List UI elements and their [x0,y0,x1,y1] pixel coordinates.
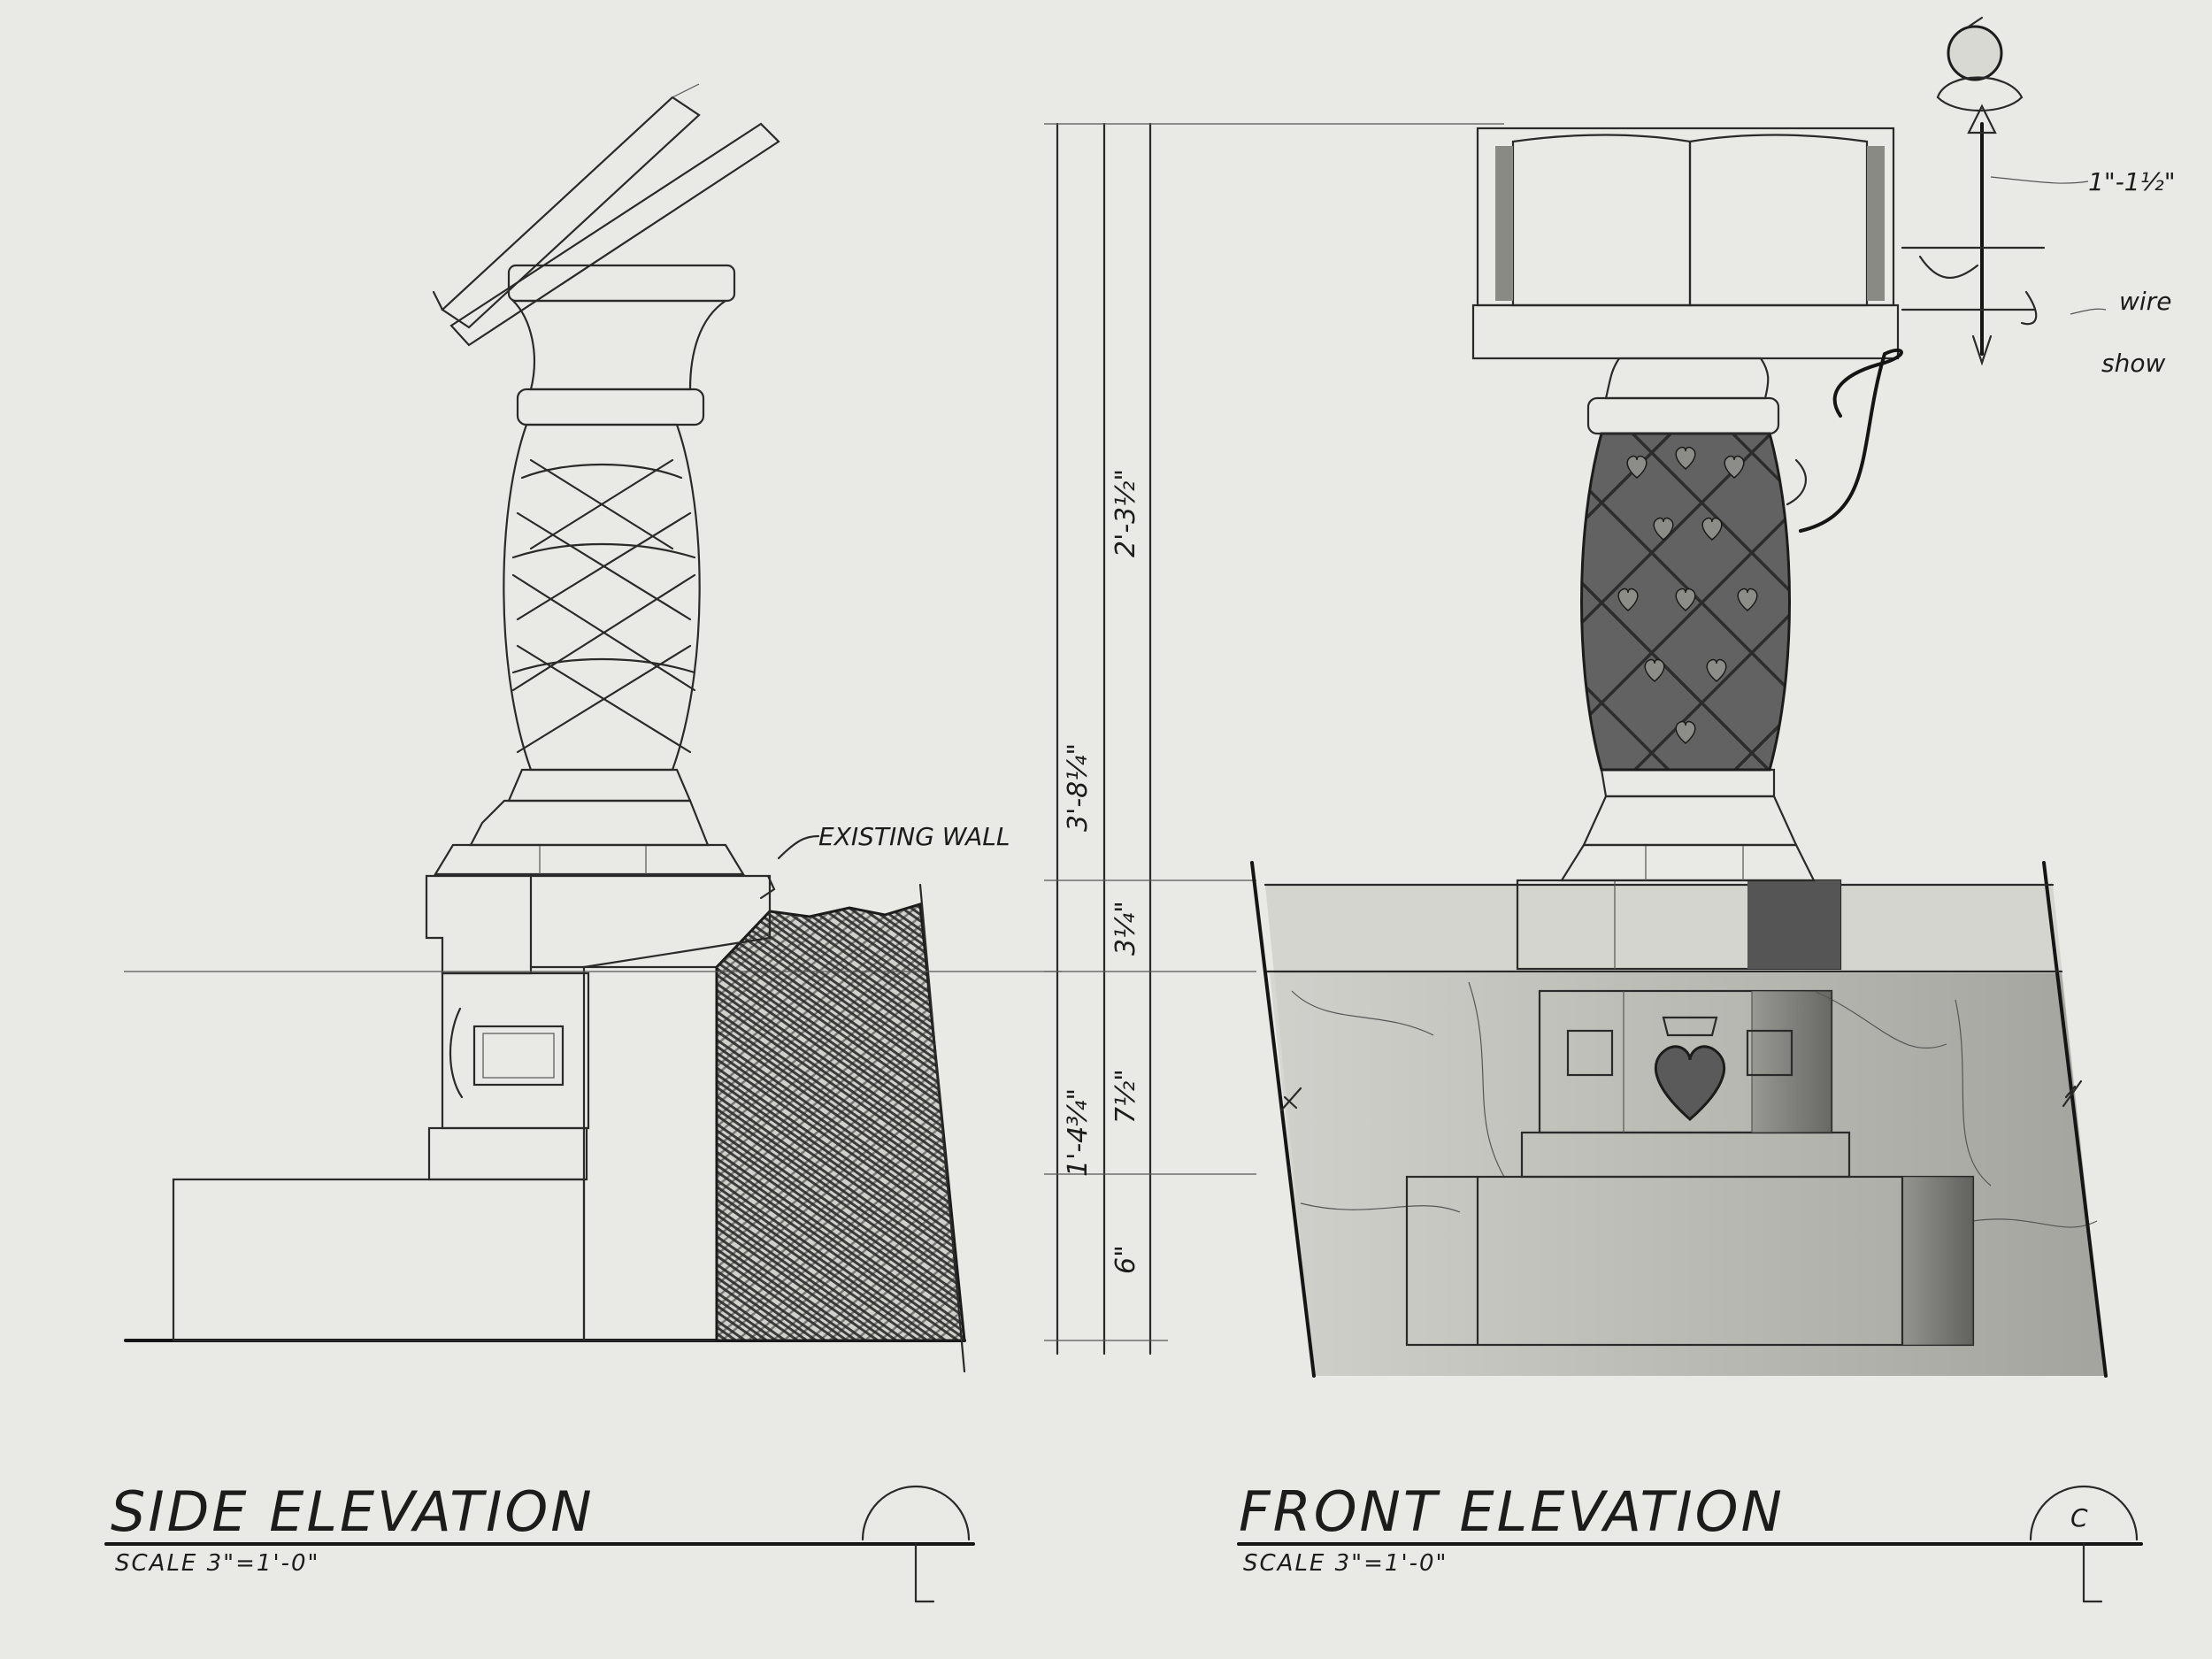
finial-size-note: 1"-1½" [2088,167,2176,196]
lattice-bands [511,458,696,754]
note-wire: wire [2119,287,2171,316]
dim-cap: 3¼" [1110,901,1141,956]
side-section-marker [861,1485,971,1541]
side-elevation [124,83,966,1373]
dim-mid: 7½" [1110,1069,1141,1124]
dim-plinth: 6" [1110,1245,1141,1274]
dim-overall: 3'-8¼" [1063,743,1094,832]
front-elevation-title: FRONT ELEVATION [1239,1479,1785,1544]
side-title-block: SIDE ELEVATION SCALE 3"=1'-0" [104,1479,975,1603]
front-elevation-scale: SCALE 3"=1'-0" [1243,1550,1448,1577]
dim-upper: 2'-3½" [1110,469,1141,557]
dim-base-total: 1'-4¾" [1063,1088,1094,1177]
side-elevation-scale: SCALE 3"=1'-0" [115,1550,319,1577]
front-elevation: 1"-1½" wire show [1250,16,2176,1378]
front-title-block: FRONT ELEVATION SCALE 3"=1'-0" C [1237,1479,2143,1603]
heart-emblem [1654,1045,1726,1121]
side-callout: EXISTING WALL [759,822,1010,900]
front-section-letter: C [2070,1503,2088,1532]
side-elevation-title: SIDE ELEVATION [111,1479,595,1544]
front-section-marker [2029,1485,2139,1541]
note-show: show [2101,349,2165,378]
finial-ornament [1901,16,2046,366]
dimension-strings: 3'-8¼" 2'-3½" 1'-4¾" 3¼" 7½" 6" [124,122,1504,1356]
existing-wall-label: EXISTING WALL [818,822,1010,851]
